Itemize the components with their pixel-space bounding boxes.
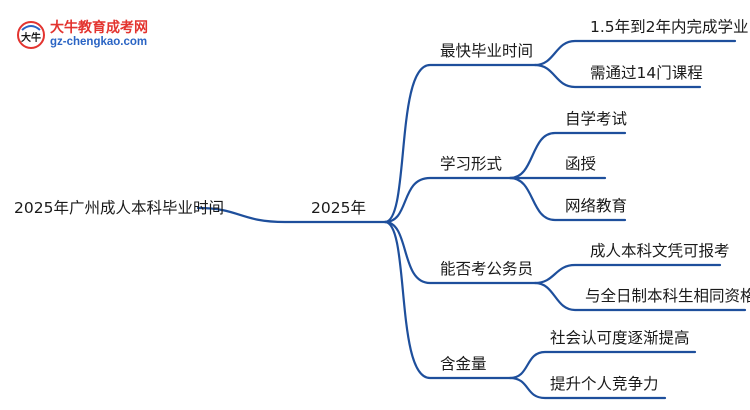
connector-branch-2-child-3 [508,176,627,222]
connector-branch-2-child-1 [508,131,627,180]
connector-center-branch-1 [383,63,537,224]
logo-url: gz-chengkao.com [50,36,148,48]
connector-center-branch-2 [383,176,512,224]
connector-root-center [196,206,387,224]
branch-label-1: 最快毕业时间 [440,42,534,60]
connector-branch-3-child-1 [533,263,722,285]
branch-label-3: 能否考公务员 [440,260,534,278]
branch-4-child-2: 提升个人竞争力 [550,375,659,393]
connector-branch-4-child-1 [508,350,697,380]
bull-logo-icon: 大牛 [17,21,45,49]
branch-3-child-2: 与全日制本科生相同资格 [585,287,750,305]
connector-branch-1-child-2 [533,63,702,89]
site-logo: 大牛 大牛教育成考网 gz-chengkao.com [8,14,158,56]
logo-title: 大牛教育成考网 [50,20,148,36]
mindmap-root-node: 2025年广州成人本科毕业时间 [14,199,224,217]
branch-2-child-2: 函授 [565,155,597,173]
branch-3-child-1: 成人本科文凭可报考 [590,242,730,260]
branch-2-child-3: 网络教育 [565,197,628,215]
connector-center-branch-4 [383,220,512,380]
branch-label-2: 学习形式 [440,155,503,173]
connector-center-branch-3 [383,220,537,285]
connector-branch-1-child-1 [533,39,737,67]
branch-1-child-2: 需通过14门课程 [590,64,703,82]
branch-2-child-1: 自学考试 [565,110,628,128]
branch-label-4: 含金量 [440,355,487,373]
branch-1-child-1: 1.5年到2年内完成学业 [590,18,749,36]
svg-text:大牛: 大牛 [21,31,41,44]
connector-branch-4-child-2 [508,376,667,400]
branch-4-child-1: 社会认可度逐渐提高 [550,329,690,347]
mindmap-center-node: 2025年 [311,199,366,217]
connector-branch-3-child-2 [533,281,747,312]
